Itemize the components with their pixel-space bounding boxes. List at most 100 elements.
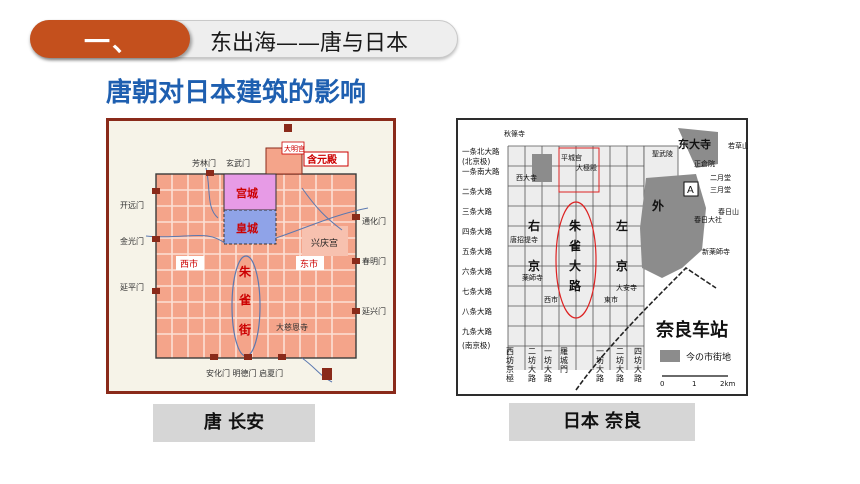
changan-map: 大明宫 含元殿 宫城 皇城 兴庆宫 西市 东市 朱 雀 街 大慈恩寺 芳林门 玄… — [106, 118, 396, 394]
label-que: 雀 — [238, 292, 251, 307]
street-labels: 一条北大路(北京极)一条南大路二条大路三条大路四条大路五条大路六条大路七条大路八… — [462, 146, 500, 350]
label-fanglin: 芳林门 — [192, 158, 216, 168]
label-station: 奈良车站 — [655, 319, 728, 341]
street-label: 六条大路 — [462, 266, 492, 276]
street-label: 二条大路 — [462, 186, 492, 196]
label-zhuque-1: 朱 — [569, 218, 582, 233]
label-tangzhaoti: 唐招提寺 — [510, 235, 538, 244]
label-zhuque-3: 大 — [569, 258, 581, 273]
banner-title: 东出海——唐与日本 — [210, 31, 409, 56]
street-label: (南京极) — [462, 340, 490, 350]
banner-number-tab: 一、 — [30, 20, 190, 58]
label-bottom-gates: 安化门 明德门 启夏门 — [206, 368, 283, 378]
label-eryuetang: 二月堂 — [710, 173, 731, 182]
column-label-char: 大 — [634, 364, 642, 374]
scale-1: 1 — [692, 380, 696, 388]
marker-a: A — [687, 185, 694, 196]
column-label-char: 坊 — [528, 355, 536, 365]
label-chunri-she: 春日大社 — [694, 215, 722, 224]
label-xishi: 西市 — [180, 258, 198, 270]
label-wai: 外 — [652, 198, 664, 213]
label-zhuque-2: 雀 — [568, 238, 581, 253]
street-label: 七条大路 — [462, 286, 492, 296]
label-chunri-shan: 春日山 — [718, 207, 739, 216]
label-yanping: 延平门 — [120, 282, 144, 292]
column-label-char: 城 — [560, 356, 568, 365]
column-label-char: 路 — [634, 373, 642, 383]
street-label: 三条大路 — [462, 206, 492, 216]
label-kaiyuan: 开远门 — [120, 200, 144, 210]
column-label-char: 大 — [544, 364, 552, 374]
caption-changan: 唐 长安 — [153, 404, 315, 442]
street-label: 八条大路 — [462, 306, 492, 316]
label-zhengcangyuan: 正倉院 — [694, 159, 715, 168]
column-label-char: 四 — [634, 347, 642, 356]
label-tonghua: 通化门 — [362, 216, 386, 226]
column-label-char: 羅 — [560, 347, 568, 356]
column-label-char: 大 — [596, 364, 604, 374]
legend-text: 今の市街地 — [686, 351, 731, 363]
street-label: 一条南大路 — [462, 166, 500, 176]
label-xishi-nara: 西市 — [544, 295, 558, 304]
label-sanyuetang: 三月堂 — [710, 185, 731, 194]
column-label-char: 一 — [596, 347, 604, 356]
label-daansi: 大安寺 — [616, 283, 637, 292]
column-label-char: 大 — [616, 364, 624, 374]
label-huangcheng: 皇城 — [236, 221, 258, 235]
label-xidasi: 西大寺 — [516, 173, 537, 182]
label-dajidian: 大極殿 — [576, 163, 597, 172]
label-you: 右 — [527, 218, 540, 233]
label-ciensi: 大慈恩寺 — [276, 322, 308, 332]
column-label-char: 坊 — [506, 355, 514, 365]
label-jing-left: 京 — [528, 258, 540, 273]
label-ruocao: 若草山 — [728, 141, 748, 150]
scale-0: 0 — [660, 380, 664, 388]
page-heading: 唐朝对日本建筑的影响 — [106, 78, 367, 108]
street-label: 五条大路 — [462, 246, 492, 256]
column-label-char: 坊 — [616, 355, 624, 365]
label-xuanwu: 玄武门 — [226, 158, 250, 168]
column-label-char: 二 — [616, 347, 624, 356]
column-label-char: 坊 — [634, 355, 642, 365]
label-zuo: 左 — [615, 218, 628, 233]
label-yanxing: 延兴门 — [362, 306, 386, 316]
label-shengwuling: 聖武陵 — [652, 149, 673, 158]
label-pingcheng: 平城宫 — [561, 153, 582, 162]
column-label-char: 路 — [528, 373, 536, 383]
nara-map-svg: 平城宫 大極殿 朱 雀 大 路 右 京 左 京 外 秋篠寺 西大寺 聖武陵 正倉… — [456, 118, 749, 396]
label-damingong: 大明宫 — [284, 144, 305, 153]
changan-map-svg: 大明宫 含元殿 宫城 皇城 兴庆宫 西市 东市 朱 雀 街 大慈恩寺 芳林门 玄… — [106, 118, 396, 394]
column-label-char: 極 — [506, 373, 514, 383]
label-gongcheng: 宫城 — [236, 186, 258, 200]
column-label-char: 門 — [560, 365, 568, 374]
label-jing-right: 京 — [616, 258, 628, 273]
column-label-char: 二 — [528, 347, 536, 356]
column-label-char: 西 — [506, 347, 514, 356]
label-zhuque-4: 路 — [569, 278, 582, 293]
label-yaoshisi: 薬師寺 — [522, 273, 543, 282]
banner-number: 一、 — [84, 28, 141, 58]
label-jinguang: 金光门 — [120, 236, 144, 246]
street-label: 一条北大路 — [462, 146, 500, 156]
column-label-char: 坊 — [544, 355, 552, 365]
street-label: (北京极) — [462, 156, 490, 166]
column-label-char: 京 — [506, 364, 514, 374]
column-label-char: 一 — [544, 347, 552, 356]
column-label-char: 路 — [616, 373, 624, 383]
scale-2: 2km — [720, 380, 736, 388]
label-hanyuan: 含元殿 — [307, 153, 338, 166]
label-dongshi-nara: 東市 — [604, 295, 618, 304]
label-zhu: 朱 — [239, 264, 252, 279]
street-label: 九条大路 — [462, 326, 492, 336]
label-chunming: 春明门 — [362, 256, 386, 266]
street-label: 四条大路 — [462, 226, 492, 236]
section-banner: 一、 东出海——唐与日本 — [30, 20, 458, 58]
column-label-char: 路 — [544, 373, 552, 383]
label-dongshi: 东市 — [300, 258, 318, 270]
label-qiuxinsi: 秋篠寺 — [504, 129, 525, 138]
column-label-char: 坊 — [596, 355, 604, 365]
column-label-char: 路 — [596, 373, 604, 383]
label-jie: 街 — [238, 322, 251, 337]
column-label-char: 大 — [528, 364, 536, 374]
